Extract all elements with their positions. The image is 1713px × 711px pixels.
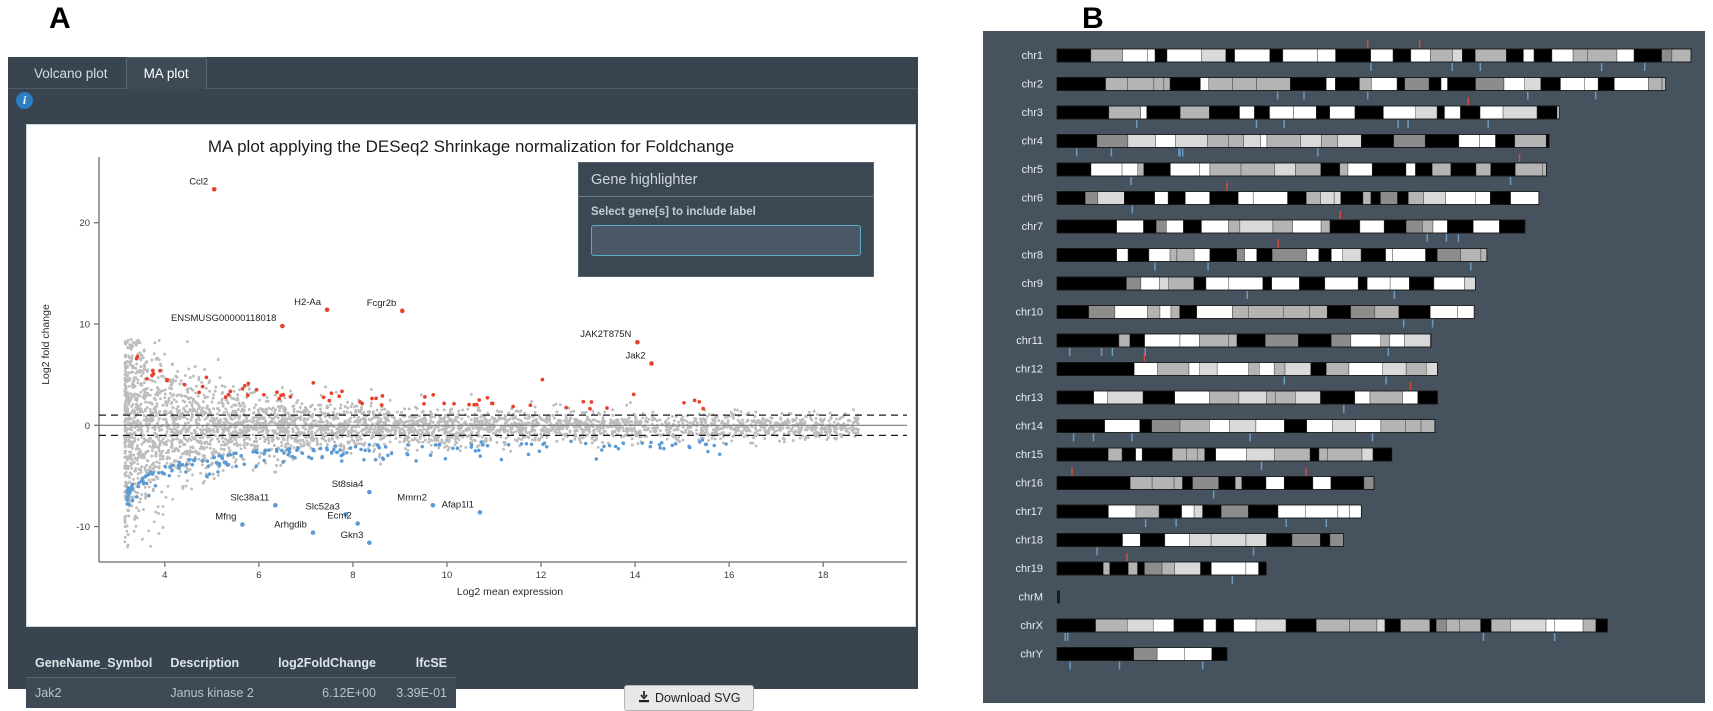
svg-text:Afap1l1: Afap1l1 [442,499,474,510]
ideogram-svg: chr1 chr2 chr3 chr4 chr5 chr6 chr7 chr8 chr9 chr1… [1015,40,1692,670]
tab-ma-plot[interactable]: MA plot [125,57,207,89]
svg-text:Log2 fold change: Log2 fold change [40,304,52,385]
svg-text:4: 4 [162,570,167,581]
tab-bar: Volcano plot MA plot [8,57,918,89]
svg-text:chrM: chrM [1019,592,1043,604]
svg-text:ENSMUSG00000118018: ENSMUSG00000118018 [171,313,276,324]
svg-text:chr1: chr1 [1022,50,1043,62]
svg-text:chr10: chr10 [1015,307,1043,319]
svg-text:St8sia4: St8sia4 [332,479,364,490]
svg-text:Arhgdib: Arhgdib [274,520,307,531]
svg-text:Slc52a3: Slc52a3 [306,501,340,512]
svg-text:Ccl2: Ccl2 [189,176,208,187]
cell-description: Janus kinase 2 [170,686,254,700]
svg-text:Jak2: Jak2 [625,350,645,361]
table-header-row: GeneName_Symbol Description log2FoldChan… [26,649,456,678]
gene-highlighter-body: Select gene[s] to include label [579,197,873,266]
svg-text:0: 0 [85,421,90,432]
cell-lfcse: 3.39E-01 [396,686,447,700]
svg-text:chr15: chr15 [1015,449,1043,461]
svg-text:chr6: chr6 [1022,193,1043,205]
svg-text:Mfng: Mfng [215,512,236,523]
svg-text:Fcgr2b: Fcgr2b [367,298,397,309]
gene-results-table: GeneName_Symbol Description log2FoldChan… [26,649,456,708]
shiny-app-panel: Volcano plot MA plot i MA plot applying t… [8,57,918,711]
panel-letter-a: A [49,2,71,35]
gene-select-input[interactable] [591,225,861,256]
gene-select-label: Select gene[s] to include label [591,206,756,218]
panel-letter-b: B [1082,2,1104,35]
cell-log2foldchange: 6.12E+00 [322,686,376,700]
page-title: MA plot applying the DESeq2 Shrinkage no… [207,137,735,156]
svg-text:chr2: chr2 [1022,79,1043,91]
svg-text:chr13: chr13 [1015,392,1043,404]
svg-text:12: 12 [536,570,547,581]
svg-text:10: 10 [79,319,90,330]
svg-text:chr5: chr5 [1022,164,1043,176]
svg-text:chr4: chr4 [1022,136,1043,148]
svg-text:chrX: chrX [1020,620,1043,632]
svg-text:chr7: chr7 [1022,221,1043,233]
svg-text:Ecm2: Ecm2 [327,511,351,522]
cell-genename: Jak2 [35,686,62,700]
svg-text:H2-Aa: H2-Aa [294,297,322,308]
svg-text:JAK2T875N: JAK2T875N [580,329,631,340]
svg-text:18: 18 [818,570,829,581]
ideogram-panel: chr1 chr2 chr3 chr4 chr5 chr6 chr7 chr8 chr9 chr1… [983,31,1705,703]
svg-text:-10: -10 [76,522,90,533]
svg-text:chr12: chr12 [1015,364,1043,376]
svg-text:14: 14 [630,570,641,581]
column-header-lfcse[interactable]: lfcSE [384,649,456,678]
svg-text:chr11: chr11 [1016,335,1043,347]
column-header-description[interactable]: Description [161,649,270,678]
svg-text:Mmrn2: Mmrn2 [397,492,427,503]
svg-text:chrY: chrY [1020,649,1043,661]
svg-text:8: 8 [350,570,355,581]
svg-text:chr3: chr3 [1022,107,1043,119]
info-icon[interactable]: i [16,92,33,109]
column-header-genename[interactable]: GeneName_Symbol [26,649,162,678]
svg-text:chr8: chr8 [1022,250,1043,262]
download-icon [638,687,650,711]
gene-results-table-wrap: GeneName_Symbol Description log2FoldChan… [26,649,456,708]
table-row[interactable]: Jak2 Janus kinase 2 6.12E+00 3.39E-01 [26,677,456,708]
download-svg-button[interactable]: Download SVG [624,685,755,711]
svg-text:6: 6 [256,570,261,581]
svg-text:chr17: chr17 [1015,506,1043,518]
column-header-log2foldchange[interactable]: log2FoldChange [269,649,385,678]
svg-text:Log2 mean expression: Log2 mean expression [457,586,563,598]
gene-highlighter-panel: Gene highlighter Select gene[s] to inclu… [578,162,874,277]
svg-text:chr18: chr18 [1015,535,1043,547]
svg-text:chr9: chr9 [1022,278,1043,290]
svg-text:16: 16 [724,570,735,581]
svg-text:Slc38a11: Slc38a11 [230,492,269,503]
svg-text:Gkn3: Gkn3 [341,530,364,541]
svg-text:10: 10 [442,570,453,581]
svg-text:chr16: chr16 [1015,478,1043,490]
download-svg-label: Download SVG [655,691,741,705]
svg-text:20: 20 [79,218,90,229]
info-bar: i [8,89,918,111]
svg-text:chr14: chr14 [1015,421,1043,433]
gene-highlighter-title: Gene highlighter [579,163,873,197]
tab-volcano-plot[interactable]: Volcano plot [34,66,108,81]
svg-text:chr19: chr19 [1015,563,1043,575]
